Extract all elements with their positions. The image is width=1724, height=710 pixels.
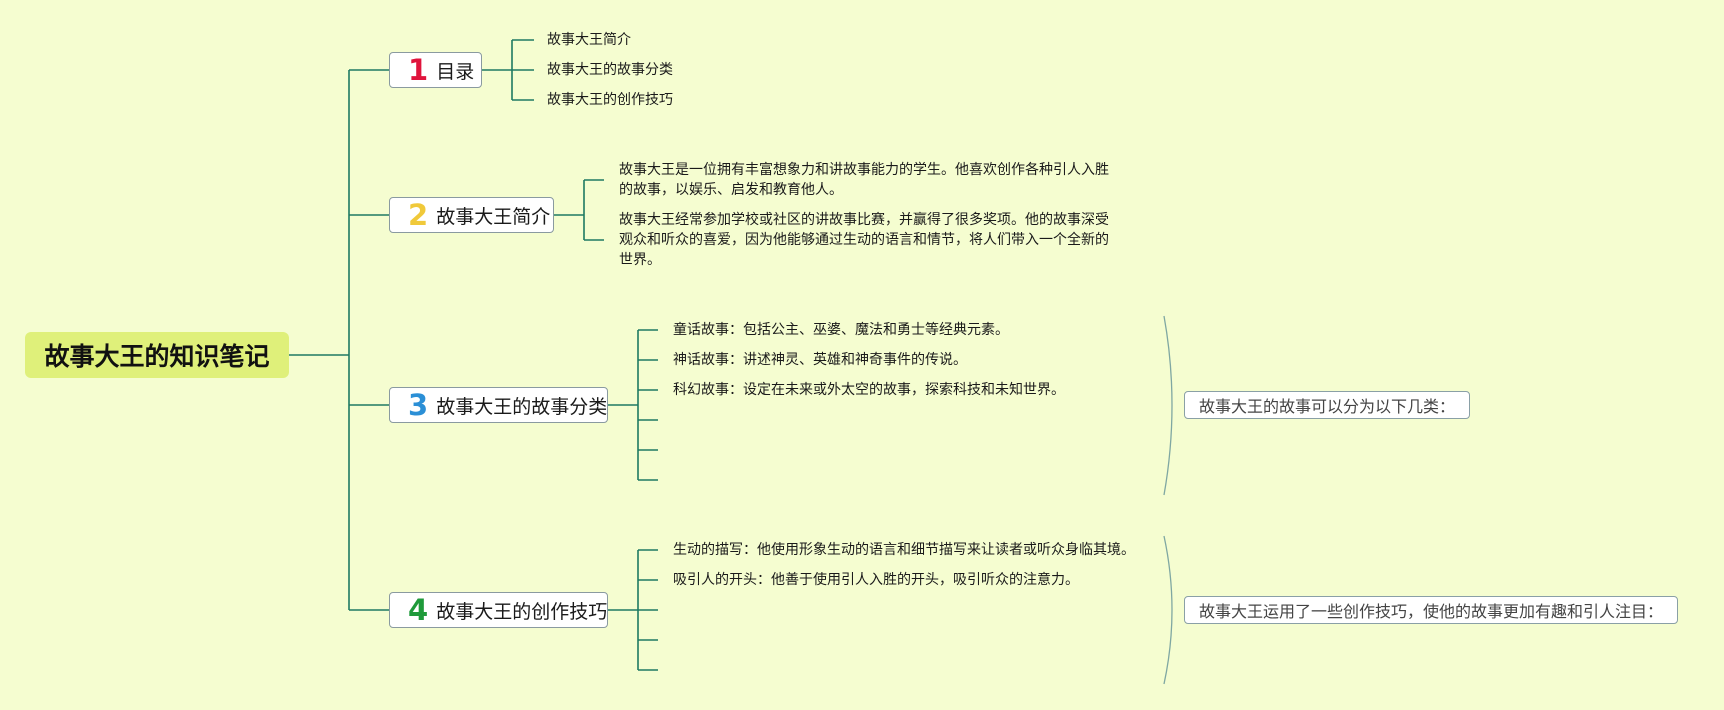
summary-box[interactable]: 故事大王运用了一些创作技巧，使他的故事更加有趣和引人注目： xyxy=(1184,596,1678,624)
branch-number: 4 xyxy=(408,592,429,627)
summary-box[interactable]: 故事大王的故事可以分为以下几类： xyxy=(1184,391,1470,419)
branch-introduction[interactable]: 2 故事大王简介 xyxy=(389,197,554,233)
leaf-item[interactable]: 吸引人的开头：他善于使用引人入胜的开头，吸引听众的注意力。 xyxy=(673,572,1079,588)
leaf-item[interactable]: 故事大王的创作技巧 xyxy=(547,92,673,108)
leaf-item[interactable]: 故事大王的故事分类 xyxy=(547,62,673,78)
central-topic-title: 故事大王的知识笔记 xyxy=(44,342,270,371)
branch-story-categories[interactable]: 3 故事大王的故事分类 xyxy=(389,387,608,423)
branch-contents[interactable]: 1 目录 xyxy=(389,52,482,88)
leaf-item[interactable]: 神话故事：讲述神灵、英雄和神奇事件的传说。 xyxy=(673,352,967,368)
leaf-item[interactable]: 科幻故事：设定在未来或外太空的故事，探索科技和未知世界。 xyxy=(673,382,1065,398)
branch-label: 目录 xyxy=(436,60,475,83)
branch-label: 故事大王的故事分类 xyxy=(436,395,608,418)
summary-text: 故事大王的故事可以分为以下几类： xyxy=(1199,397,1456,416)
branch-label: 故事大王的创作技巧 xyxy=(436,600,608,623)
summary-text: 故事大王运用了一些创作技巧，使他的故事更加有趣和引人注目： xyxy=(1199,602,1664,621)
branch-number: 2 xyxy=(408,197,429,232)
leaf-item[interactable]: 童话故事：包括公主、巫婆、魔法和勇士等经典元素。 xyxy=(673,322,1009,338)
leaf-item[interactable]: 生动的描写：他使用形象生动的语言和细节描写来让读者或听众身临其境。 xyxy=(673,542,1135,558)
paragraph-item[interactable]: 故事大王经常参加学校或社区的讲故事比赛，并赢得了很多奖项。他的故事深受观众和听众… xyxy=(619,212,1109,268)
branch-number: 1 xyxy=(408,52,429,87)
branch-number: 3 xyxy=(408,387,429,422)
leaf-item[interactable]: 故事大王简介 xyxy=(547,32,631,48)
central-topic[interactable]: 故事大王的知识笔记 xyxy=(25,332,289,378)
branch-label: 故事大王简介 xyxy=(436,205,551,228)
branch-writing-techniques[interactable]: 4 故事大王的创作技巧 xyxy=(389,592,608,628)
paragraph-item[interactable]: 故事大王是一位拥有丰富想象力和讲故事能力的学生。他喜欢创作各种引人入胜的故事，以… xyxy=(619,162,1109,198)
